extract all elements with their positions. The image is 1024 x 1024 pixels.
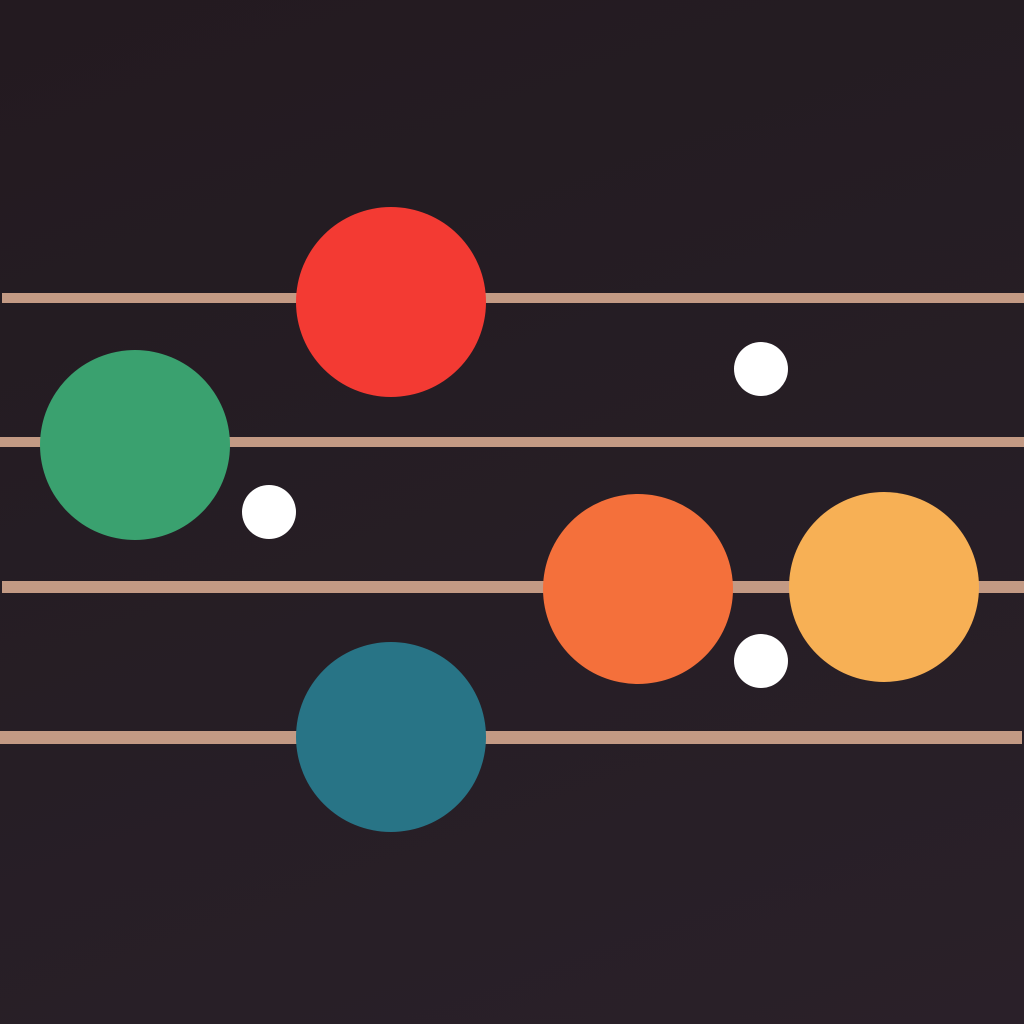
rail-1 xyxy=(2,293,1024,303)
white-dot xyxy=(242,485,296,539)
rail-4 xyxy=(0,731,1022,744)
white-dot xyxy=(734,342,788,396)
rail-2 xyxy=(0,437,1024,447)
red-circle xyxy=(296,207,486,397)
rail-3 xyxy=(2,581,1024,593)
green-circle xyxy=(40,350,230,540)
teal-circle xyxy=(296,642,486,832)
orange-circle xyxy=(543,494,733,684)
white-dot xyxy=(734,634,788,688)
yellow-circle xyxy=(789,492,979,682)
